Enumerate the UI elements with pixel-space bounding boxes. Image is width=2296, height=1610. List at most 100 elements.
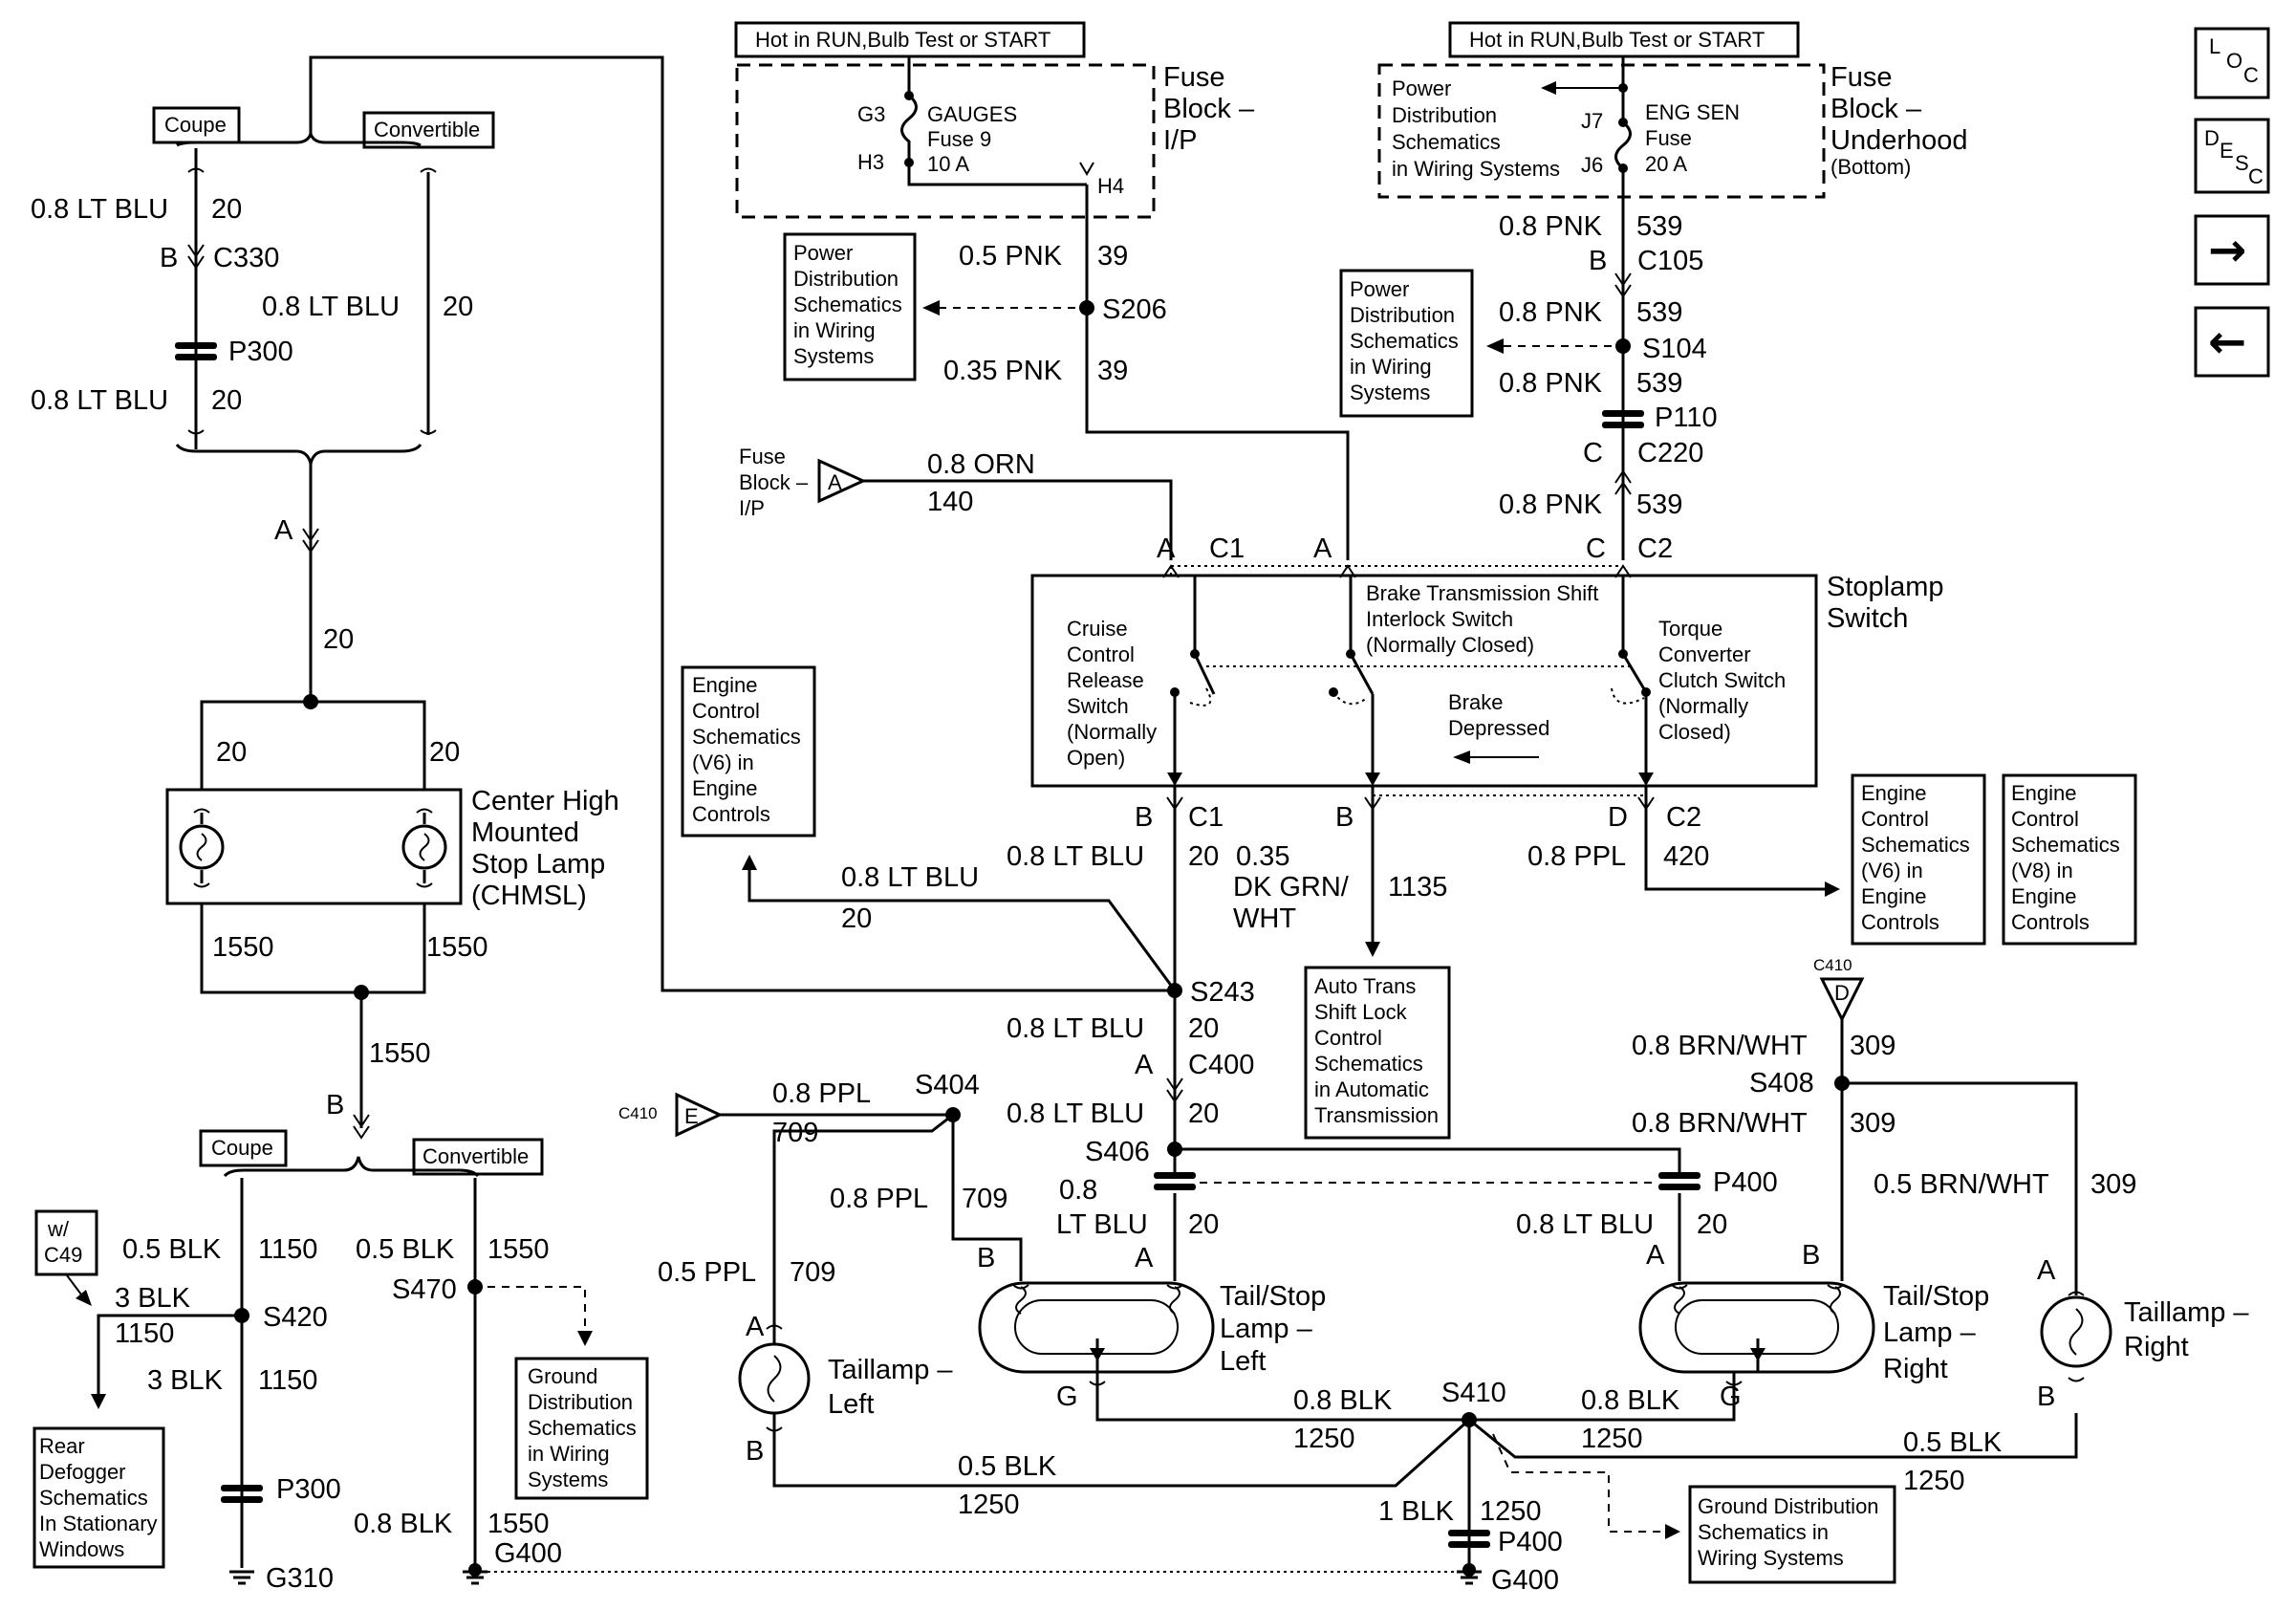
wire-label: C xyxy=(1583,438,1603,468)
wire-label: 1550 xyxy=(369,1038,431,1069)
ref-c410-d[interactable]: D xyxy=(1819,977,1865,1023)
wire-label: S104 xyxy=(1642,334,1707,364)
wire-label: 0.35 xyxy=(1236,841,1289,872)
svg-text:Schematics: Schematics xyxy=(1861,833,1970,857)
svg-text:Fuse 9: Fuse 9 xyxy=(927,127,991,151)
wire-label: 1150 xyxy=(258,1234,317,1265)
wire-label: 0.5 BRN/WHT xyxy=(1874,1169,2049,1200)
wire-label: P300 xyxy=(276,1474,341,1505)
ref-rear-defogger[interactable]: Rear Defogger Schematics In Stationary W… xyxy=(32,1426,165,1569)
desc-button[interactable]: D E S C xyxy=(2194,118,2270,194)
ref-engine-control-v6-left[interactable]: Engine Control Schematics (V6) in Engine… xyxy=(681,665,816,838)
svg-text:Controls: Controls xyxy=(692,802,770,826)
wire-label: P400 xyxy=(1498,1527,1563,1557)
svg-text:Distribution: Distribution xyxy=(1392,103,1497,127)
wire-label: A xyxy=(274,515,293,546)
wire-label: A xyxy=(1135,1243,1154,1273)
wire-label: 0.5 BLK xyxy=(356,1234,455,1265)
wire-label: 0.8 PPL xyxy=(1527,841,1626,872)
svg-text:Release: Release xyxy=(1067,668,1144,692)
wire-label: 0.8 xyxy=(1059,1175,1097,1206)
wire-label: P110 xyxy=(1655,402,1718,433)
wire-label: 709 xyxy=(962,1184,1007,1214)
ref-c410-e[interactable]: E xyxy=(675,1092,724,1138)
wire-label: 3 BLK xyxy=(115,1283,191,1314)
ref-power-distribution-ip[interactable]: Power Distribution Schematics in Wiring … xyxy=(783,232,917,381)
wire-label: S410 xyxy=(1441,1378,1506,1408)
wire-label: 39 xyxy=(1097,241,1128,272)
wire-label: B xyxy=(746,1436,764,1467)
svg-text:Fuse: Fuse xyxy=(1830,62,1892,93)
svg-text:Schematics: Schematics xyxy=(528,1416,637,1440)
svg-text:20 A: 20 A xyxy=(1645,152,1687,176)
ref-engine-control-v8[interactable]: Engine Control Schematics (V8) in Engine… xyxy=(2002,773,2137,946)
ref-ground-distribution-right[interactable]: Ground Distribution Schematics in Wiring… xyxy=(1688,1485,1896,1584)
wire-label: 420 xyxy=(1663,841,1709,872)
svg-text:Rear: Rear xyxy=(39,1434,85,1458)
wire-label: S243 xyxy=(1190,977,1255,1008)
option-coupe-bottom: Coupe xyxy=(199,1129,288,1167)
wire-label: WHT xyxy=(1233,903,1296,934)
prev-button[interactable]: ← xyxy=(2194,306,2270,378)
wire-label: 0.8 LT BLU xyxy=(262,292,400,322)
wire-label: S408 xyxy=(1749,1068,1814,1099)
taillamp-left: Taillamp – Left xyxy=(738,1324,953,1432)
ref-fuse-block-ip[interactable]: Fuse Block – I/P A xyxy=(739,445,867,520)
wire-label: 539 xyxy=(1636,368,1682,399)
ref-auto-trans-shift-lock[interactable]: Auto Trans Shift Lock Control Schematics… xyxy=(1304,966,1451,1140)
loc-button[interactable]: L O C xyxy=(2194,27,2270,99)
svg-text:GAUGES: GAUGES xyxy=(927,102,1017,126)
wire-label: 20 xyxy=(211,194,242,225)
svg-text:I/P: I/P xyxy=(1163,125,1197,156)
wire-label: 0.8 BRN/WHT xyxy=(1632,1108,1808,1139)
wire-label: 20 xyxy=(443,292,473,322)
wire-label: 0.5 BLK xyxy=(122,1234,222,1265)
wire-label: D xyxy=(1608,802,1628,833)
wire-label: S406 xyxy=(1085,1137,1150,1167)
svg-text:(Normally: (Normally xyxy=(1658,694,1748,718)
wire-label: 0.8 PNK xyxy=(1499,297,1603,328)
wire-label: 1550 xyxy=(487,1509,550,1539)
wire-label: 1250 xyxy=(1480,1496,1542,1527)
wire-label: 0.8 LT BLU xyxy=(841,862,979,893)
wire-label: 309 xyxy=(1850,1108,1895,1139)
next-button[interactable]: → xyxy=(2194,214,2270,286)
wire-label: C2 xyxy=(1666,802,1701,833)
svg-text:Mounted: Mounted xyxy=(471,817,579,848)
ground-g310-icon xyxy=(229,1570,254,1585)
svg-text:Lamp –: Lamp – xyxy=(1220,1314,1313,1344)
svg-text:Fuse: Fuse xyxy=(1645,126,1692,150)
tail-stop-lamp-left: Tail/Stop Lamp – Left xyxy=(978,1281,1326,1377)
option-coupe-top: Coupe xyxy=(152,106,241,144)
svg-text:(Normally: (Normally xyxy=(1067,720,1157,744)
svg-text:Convertible: Convertible xyxy=(422,1144,529,1168)
svg-text:Right: Right xyxy=(1883,1354,1948,1384)
svg-text:(V6) in: (V6) in xyxy=(692,751,754,774)
ref-ground-distribution-left[interactable]: Ground Distribution Schematics in Wiring… xyxy=(514,1357,649,1500)
svg-text:(CHMSL): (CHMSL) xyxy=(471,881,587,911)
svg-text:Tail/Stop: Tail/Stop xyxy=(1220,1281,1326,1312)
svg-text:Schematics: Schematics xyxy=(793,293,902,316)
svg-text:Right: Right xyxy=(2124,1332,2189,1362)
wire-label: S404 xyxy=(915,1070,980,1100)
svg-text:10 A: 10 A xyxy=(927,152,969,176)
wire-label: A xyxy=(2037,1255,2056,1286)
svg-text:Taillamp –: Taillamp – xyxy=(2124,1297,2249,1328)
svg-text:Power: Power xyxy=(1350,277,1409,301)
ref-engine-control-v6-right[interactable]: Engine Control Schematics (V6) in Engine… xyxy=(1851,773,1986,946)
svg-text:Control: Control xyxy=(1067,642,1135,666)
wire-label: 0.8 BRN/WHT xyxy=(1632,1031,1808,1061)
wire-label: 0.8 PPL xyxy=(772,1078,871,1109)
wire-label: 1135 xyxy=(1388,872,1447,903)
wire-label: 20 xyxy=(323,624,354,655)
wire-label: 1250 xyxy=(958,1490,1020,1520)
ref-power-distribution-underhood[interactable]: Power Distribution Schematics in Wiring … xyxy=(1339,269,1474,418)
svg-text:Cruise: Cruise xyxy=(1067,617,1128,641)
wire-label: 20 xyxy=(1188,1209,1219,1240)
option-convertible-bottom: Convertible xyxy=(412,1138,544,1176)
wire-label: B xyxy=(2037,1382,2055,1412)
svg-text:J6: J6 xyxy=(1581,153,1603,177)
wire-label: 0.8 PNK xyxy=(1499,211,1603,242)
